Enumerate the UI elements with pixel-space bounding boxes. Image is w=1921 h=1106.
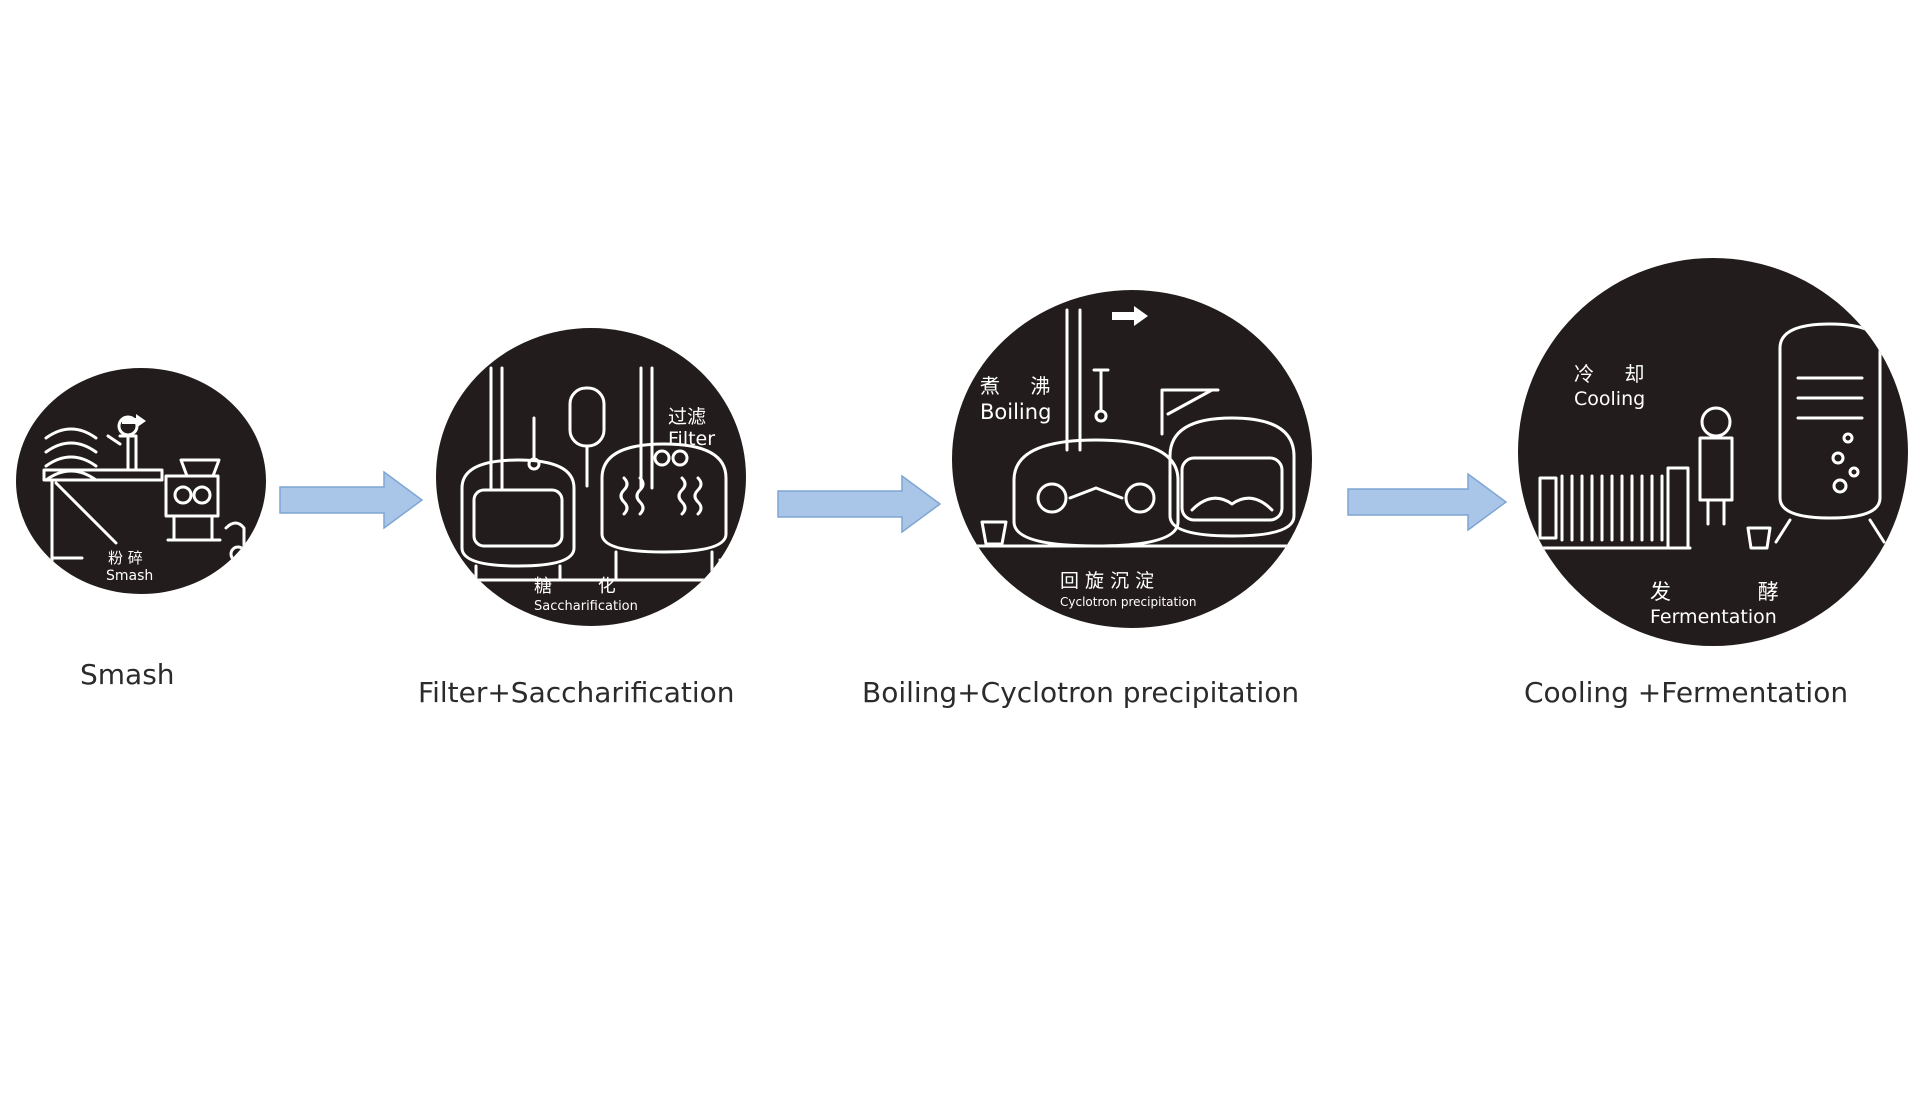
fermentation-illustration bbox=[1538, 322, 1886, 550]
saccharification-cn-label: 糖 化 bbox=[534, 576, 636, 597]
boiling-cn-label: 煮 沸 bbox=[980, 374, 1063, 398]
smash-cn-label: 粉 碎 bbox=[108, 549, 143, 567]
cooling-en-label: Cooling bbox=[1574, 388, 1646, 410]
filter-cn-label: 过滤 bbox=[668, 406, 707, 428]
caption-boiling-cyclotron: Boiling+Cyclotron precipitation bbox=[862, 676, 1300, 709]
cyclotron-en-label: Cyclotron precipitation bbox=[1060, 595, 1197, 609]
saccharification-illustration bbox=[448, 366, 740, 582]
right-arrow-icon bbox=[1346, 472, 1508, 532]
filter-en-label: Filter bbox=[668, 428, 716, 450]
right-arrow-icon bbox=[278, 470, 424, 530]
caption-smash: Smash bbox=[80, 658, 175, 691]
caption-cooling-fermentation: Cooling +Fermentation bbox=[1524, 676, 1849, 709]
fermentation-cn-label: 发 酵 bbox=[1650, 580, 1819, 604]
step-fermentation-circle: 冷 却 Cooling 发 酵 Fermentation bbox=[1518, 258, 1908, 646]
boiling-illustration bbox=[970, 306, 1304, 548]
fermentation-en-label: Fermentation bbox=[1650, 606, 1777, 628]
step-saccharification-circle: 过滤 Filter 糖 化 Saccharification bbox=[436, 328, 746, 626]
cyclotron-cn-label: 回 旋 沉 淀 bbox=[1060, 570, 1155, 592]
saccharification-en-label: Saccharification bbox=[534, 599, 638, 614]
step-smash-circle: 粉 碎 Smash bbox=[16, 368, 266, 594]
smash-en-label: Smash bbox=[106, 568, 154, 584]
caption-filter-saccharification: Filter+Saccharification bbox=[418, 676, 735, 709]
cooling-cn-label: 冷 却 bbox=[1574, 362, 1657, 386]
boiling-en-label: Boiling bbox=[980, 400, 1052, 424]
step-boiling-circle: 煮 沸 Boiling 回 旋 沉 淀 Cyclotron precipitat… bbox=[952, 290, 1312, 628]
right-arrow-icon bbox=[776, 474, 942, 534]
smash-illustration bbox=[42, 414, 247, 577]
